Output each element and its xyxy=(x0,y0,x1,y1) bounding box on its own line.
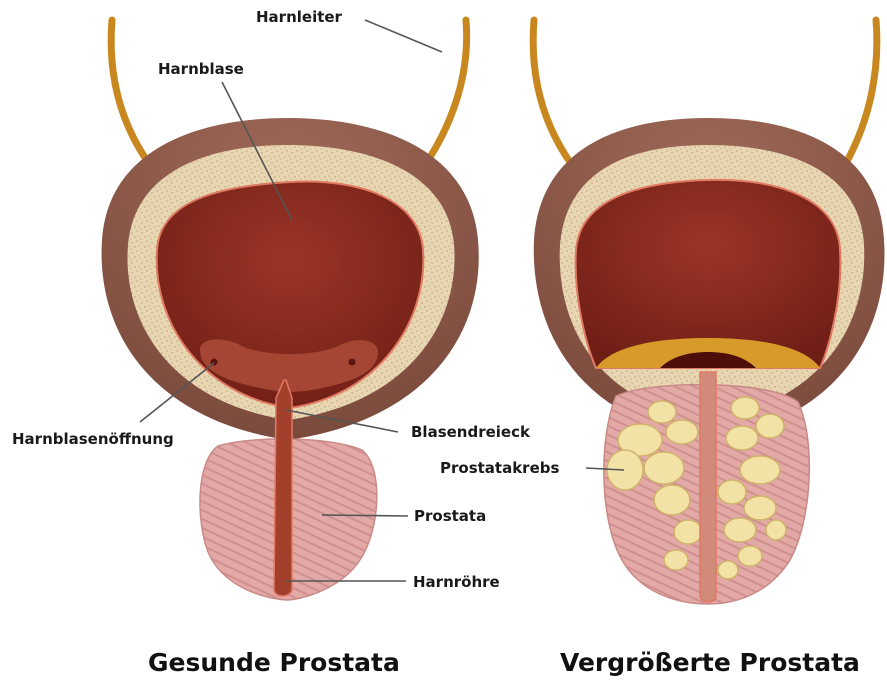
label-trigone: Blasendreieck xyxy=(411,423,530,441)
label-bladder: Harnblase xyxy=(158,60,244,78)
caption-healthy: Gesunde Prostata xyxy=(148,648,400,678)
leader-ureter xyxy=(365,20,442,52)
label-ureter: Harnleiter xyxy=(256,8,342,26)
enlarged-anatomy xyxy=(533,20,884,604)
label-prostate-cancer: Prostatakrebs xyxy=(440,459,559,477)
urethra-2 xyxy=(700,372,716,602)
ureter-right-2 xyxy=(845,20,877,165)
ureteric-orifice-right xyxy=(349,359,356,366)
urethra xyxy=(274,380,292,596)
label-prostate: Prostata xyxy=(414,507,486,525)
leader-prostate xyxy=(322,515,408,516)
caption-enlarged: Vergrößerte Prostata xyxy=(560,648,860,678)
ureter-left xyxy=(111,20,150,165)
label-bladder-opening: Harnblasenöffnung xyxy=(12,430,174,448)
label-urethra: Harnröhre xyxy=(413,573,500,591)
ureter-right xyxy=(425,20,467,165)
ureter-left-2 xyxy=(533,20,572,165)
